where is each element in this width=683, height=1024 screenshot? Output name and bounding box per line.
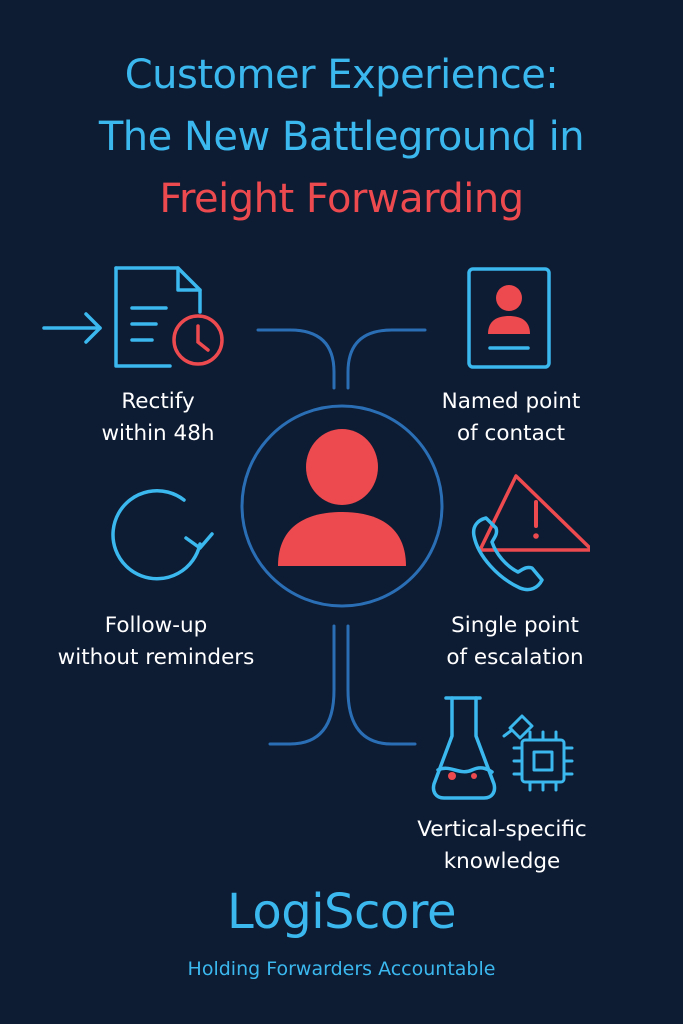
connector-top-left xyxy=(256,328,336,390)
brand-name: LogiScore xyxy=(226,884,457,940)
refresh-cycle-icon xyxy=(111,489,214,581)
label-escalation: Single point of escalation xyxy=(446,613,584,670)
label-vertical-knowledge: Vertical-specific knowledge xyxy=(417,817,587,874)
label-follow-up: Follow-up without reminders xyxy=(57,613,255,670)
label-named-contact: Named point of contact xyxy=(441,389,581,446)
label-rectify: Rectify within 48h xyxy=(101,389,215,446)
page-title-line-3: Freight Forwarding xyxy=(159,176,524,222)
contact-card-icon xyxy=(467,267,551,369)
page-title-line-2: The New Battleground in xyxy=(98,114,585,160)
phone-warning-icon xyxy=(471,474,590,592)
brand-tagline: Holding Forwarders Accountable xyxy=(187,958,496,980)
flask-chip-icon xyxy=(431,696,574,800)
document-clock-icon xyxy=(42,266,224,368)
center-circle xyxy=(240,404,444,608)
connector-bottom-left xyxy=(268,624,336,746)
page-title-line-1: Customer Experience: xyxy=(124,52,559,98)
connector-bottom-right xyxy=(346,624,417,746)
person-icon xyxy=(278,429,406,566)
connector-top-right xyxy=(346,328,427,390)
